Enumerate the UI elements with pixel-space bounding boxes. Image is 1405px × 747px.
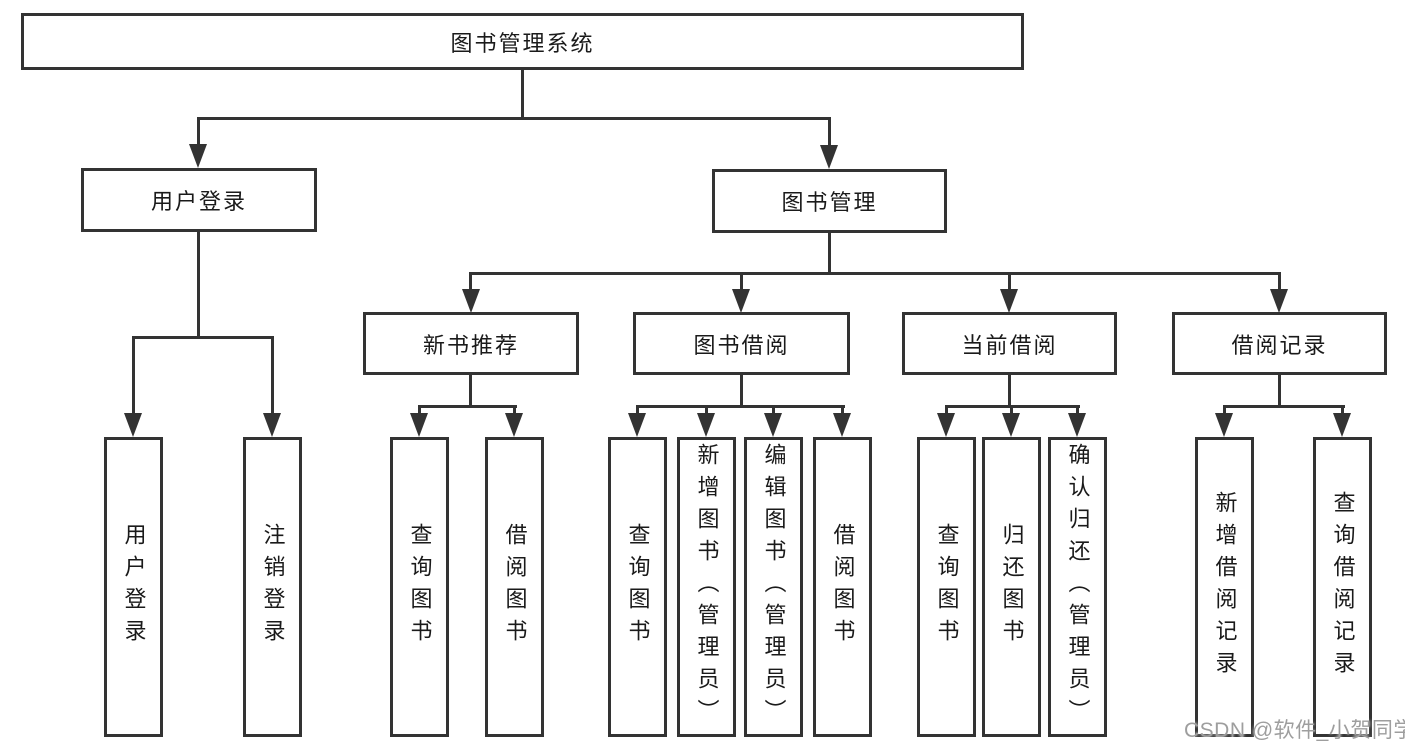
arrow-down-icon [189,144,207,168]
connector-line [772,405,775,415]
connector-line [418,405,517,408]
node-label: 图书管理系统 [450,30,595,56]
arrow-down-icon [1000,289,1018,313]
connector-line [197,117,200,146]
connector-line [469,374,472,408]
arrow-down-icon [1002,413,1020,437]
leaf-label: 新增图书（管理员） [694,443,720,731]
connector-line [828,233,831,275]
connector-line [469,272,472,291]
leaf-logout: 注销登录 [243,437,302,737]
connector-line [197,117,831,120]
leaf-borrow-books: 借阅图书 [813,437,872,737]
node-borrowing-records: 借阅记录 [1172,312,1387,375]
leaf-query-books-recommend: 查询图书 [390,437,449,737]
node-user-login: 用户登录 [81,168,317,232]
leaf-query-books-current: 查询图书 [917,437,976,737]
leaf-borrow-books-recommend: 借阅图书 [485,437,544,737]
connector-line [1223,405,1345,408]
connector-line [418,405,421,415]
node-label: 新书推荐 [422,332,519,358]
node-new-book-recommendation: 新书推荐 [363,312,579,375]
connector-line [705,405,708,415]
node-label: 图书借阅 [693,332,790,358]
node-library-management-system: 图书管理系统 [21,13,1024,70]
connector-line [1278,374,1281,408]
connector-line [1278,272,1281,291]
arrow-down-icon [124,413,142,437]
node-book-management: 图书管理 [712,169,947,233]
connector-line [945,405,948,415]
arrow-down-icon [1270,289,1288,313]
connector-line [740,272,743,291]
connector-line [1076,405,1079,415]
connector-line [132,336,135,414]
arrow-down-icon [764,413,782,437]
leaf-label: 查询借阅记录 [1330,491,1356,683]
leaf-label: 新增借阅记录 [1212,491,1238,683]
arrow-down-icon [820,145,838,169]
node-label: 用户登录 [150,189,247,214]
leaf-user-login: 用户登录 [104,437,163,737]
arrow-down-icon [697,413,715,437]
connector-line [1008,272,1011,291]
leaf-label: 查询图书 [625,523,651,651]
arrow-down-icon [628,413,646,437]
arrow-down-icon [833,413,851,437]
leaf-confirm-return-admin: 确认归还（管理员） [1048,437,1107,737]
connector-line [740,374,743,408]
leaf-edit-books-admin: 编辑图书（管理员） [744,437,803,737]
leaf-label: 借阅图书 [502,523,528,651]
connector-line [197,232,200,336]
leaf-label: 用户登录 [121,523,147,651]
connector-line [271,336,274,414]
leaf-label: 查询图书 [934,523,960,651]
connector-line [636,405,845,408]
connector-line [469,272,1281,275]
arrow-down-icon [410,413,428,437]
connector-line [132,336,274,339]
connector-line [828,117,831,146]
arrow-down-icon [1333,413,1351,437]
leaf-query-borrow-record: 查询借阅记录 [1313,437,1372,737]
leaf-label: 注销登录 [260,523,286,651]
arrow-down-icon [263,413,281,437]
leaf-add-books-admin: 新增图书（管理员） [677,437,736,737]
connector-line [841,405,844,415]
arrow-down-icon [732,289,750,313]
csdn-watermark: CSDN @软件_小贺同学 [1184,719,1405,742]
connector-line [636,405,639,415]
leaf-label: 归还图书 [999,523,1025,651]
leaf-return-books: 归还图书 [982,437,1041,737]
node-current-borrowing: 当前借阅 [902,312,1117,375]
arrow-down-icon [1215,413,1233,437]
arrow-down-icon [462,289,480,313]
node-label: 图书管理 [781,190,878,215]
node-label: 借阅记录 [1231,332,1328,358]
arrow-down-icon [505,413,523,437]
leaf-label: 查询图书 [407,523,433,651]
leaf-add-borrow-record: 新增借阅记录 [1195,437,1254,737]
connector-line [1008,374,1011,408]
leaf-label: 确认归还（管理员） [1065,443,1091,731]
connector-line [513,405,516,415]
connector-line [521,70,524,117]
arrow-down-icon [937,413,955,437]
leaf-label: 编辑图书（管理员） [761,443,787,731]
node-label: 当前借阅 [961,332,1058,358]
leaf-query-books-borrow: 查询图书 [608,437,667,737]
connector-line [1223,405,1226,415]
arrow-down-icon [1068,413,1086,437]
leaf-label: 借阅图书 [830,523,856,651]
connector-line [1341,405,1344,415]
connector-line [1010,405,1013,415]
node-book-borrowing: 图书借阅 [633,312,850,375]
